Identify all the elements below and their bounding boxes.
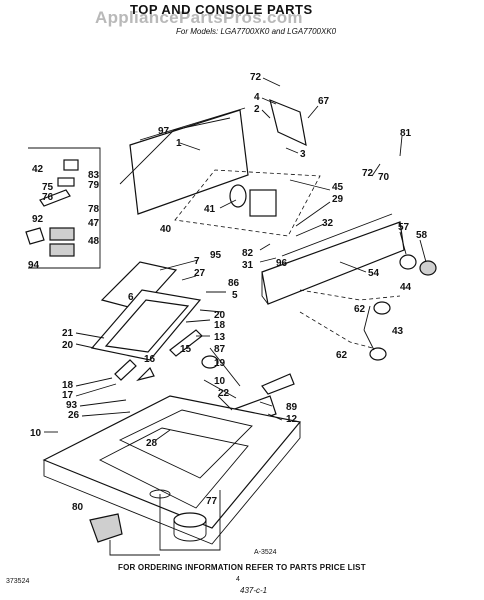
callout-10b: 10 xyxy=(30,428,42,439)
callout-16: 16 xyxy=(144,354,156,365)
callout-22: 22 xyxy=(218,388,230,399)
callout-18a: 18 xyxy=(214,320,226,331)
callout-77: 77 xyxy=(206,496,218,507)
callout-86: 86 xyxy=(228,278,240,289)
callout-72b: 72 xyxy=(362,168,374,179)
switch-62b xyxy=(369,347,387,361)
console-back-panel xyxy=(129,109,249,215)
console-bracket xyxy=(269,99,307,147)
callout-4: 4 xyxy=(254,92,260,103)
callout-75: 75 xyxy=(42,182,54,193)
callout-19: 19 xyxy=(214,358,226,369)
callout-44: 44 xyxy=(400,282,412,293)
console-front-panel xyxy=(261,221,405,305)
page-number: 4 xyxy=(236,576,240,583)
callout-62a: 62 xyxy=(354,304,366,315)
inset-part-94 xyxy=(25,227,45,245)
callout-15: 15 xyxy=(180,344,192,355)
callout-2: 2 xyxy=(254,104,260,115)
inset-part-83 xyxy=(63,159,79,171)
callout-5: 5 xyxy=(232,290,238,301)
inset-part-48 xyxy=(49,243,75,257)
callout-47: 47 xyxy=(88,218,100,229)
callout-31: 31 xyxy=(242,260,254,271)
callout-13: 13 xyxy=(214,332,226,343)
part-87 xyxy=(261,373,295,395)
callout-1: 1 xyxy=(176,138,182,149)
watermark: AppliancePartsPros.com xyxy=(95,8,303,27)
part-77 xyxy=(173,512,207,528)
callout-42: 42 xyxy=(32,164,44,175)
callout-83: 83 xyxy=(88,170,100,181)
lid-inner xyxy=(104,299,190,353)
knob-57 xyxy=(399,254,417,270)
callout-79: 79 xyxy=(88,180,100,191)
callout-93: 93 xyxy=(66,400,78,411)
callout-48: 48 xyxy=(88,236,100,247)
callout-29: 29 xyxy=(332,194,344,205)
callout-6: 6 xyxy=(128,292,134,303)
callout-43: 43 xyxy=(392,326,404,337)
callout-41: 41 xyxy=(204,204,216,215)
left-code: 373524 xyxy=(6,578,30,585)
handwritten-note: 437-c-1 xyxy=(240,586,268,595)
callout-20a: 20 xyxy=(214,310,226,321)
inset-part-78 xyxy=(39,189,71,207)
callout-67: 67 xyxy=(318,96,330,107)
callout-26: 26 xyxy=(68,410,80,421)
ordering-note: FOR ORDERING INFORMATION REFER TO PARTS … xyxy=(118,563,366,572)
callout-58: 58 xyxy=(416,230,428,241)
callout-70: 70 xyxy=(378,172,390,183)
callout-17: 17 xyxy=(62,390,74,401)
callout-62b: 62 xyxy=(336,350,348,361)
callout-labels: 72 4 67 2 3 97 1 81 72 70 45 29 41 40 32… xyxy=(28,72,428,513)
callout-72a: 72 xyxy=(250,72,262,83)
knob-58 xyxy=(419,260,437,276)
switch-62a xyxy=(373,301,391,315)
timer-assembly xyxy=(249,189,277,217)
callout-76: 76 xyxy=(42,192,54,203)
callout-7: 7 xyxy=(194,256,200,267)
part-19 xyxy=(201,355,219,369)
inset-part-47 xyxy=(49,227,75,241)
callout-94: 94 xyxy=(28,260,40,271)
callout-80: 80 xyxy=(72,502,84,513)
callout-18b: 18 xyxy=(62,380,74,391)
callout-27: 27 xyxy=(194,268,206,279)
reference-code: A-3524 xyxy=(254,549,277,556)
timer-knob-41 xyxy=(229,184,247,208)
callout-89: 89 xyxy=(286,402,298,413)
callout-81: 81 xyxy=(400,128,412,139)
callout-92: 92 xyxy=(32,214,44,225)
callout-32: 32 xyxy=(322,218,334,229)
callout-45: 45 xyxy=(332,182,344,193)
callout-40: 40 xyxy=(160,224,172,235)
callout-21: 21 xyxy=(62,328,74,339)
callout-20b: 20 xyxy=(62,340,74,351)
callout-97: 97 xyxy=(158,126,170,137)
model-numbers: For Models: LGA7700XK0 and LGA7700XK0 xyxy=(176,27,337,36)
callout-28: 28 xyxy=(146,438,158,449)
callout-54: 54 xyxy=(368,268,380,279)
callout-87: 87 xyxy=(214,344,226,355)
inset-part-79 xyxy=(57,177,75,187)
callout-10a: 10 xyxy=(214,376,226,387)
part-16 xyxy=(136,366,155,382)
part-17 xyxy=(114,359,137,381)
callout-95: 95 xyxy=(210,250,222,261)
callout-82: 82 xyxy=(242,248,254,259)
page-title: TOP AND CONSOLE PARTS xyxy=(130,2,313,17)
callout-78: 78 xyxy=(88,204,100,215)
callout-96: 96 xyxy=(276,258,288,269)
callout-57: 57 xyxy=(398,222,410,233)
callout-3: 3 xyxy=(300,149,306,160)
part-80 xyxy=(89,513,123,543)
inset-box xyxy=(25,147,101,269)
callout-12: 12 xyxy=(286,414,298,425)
